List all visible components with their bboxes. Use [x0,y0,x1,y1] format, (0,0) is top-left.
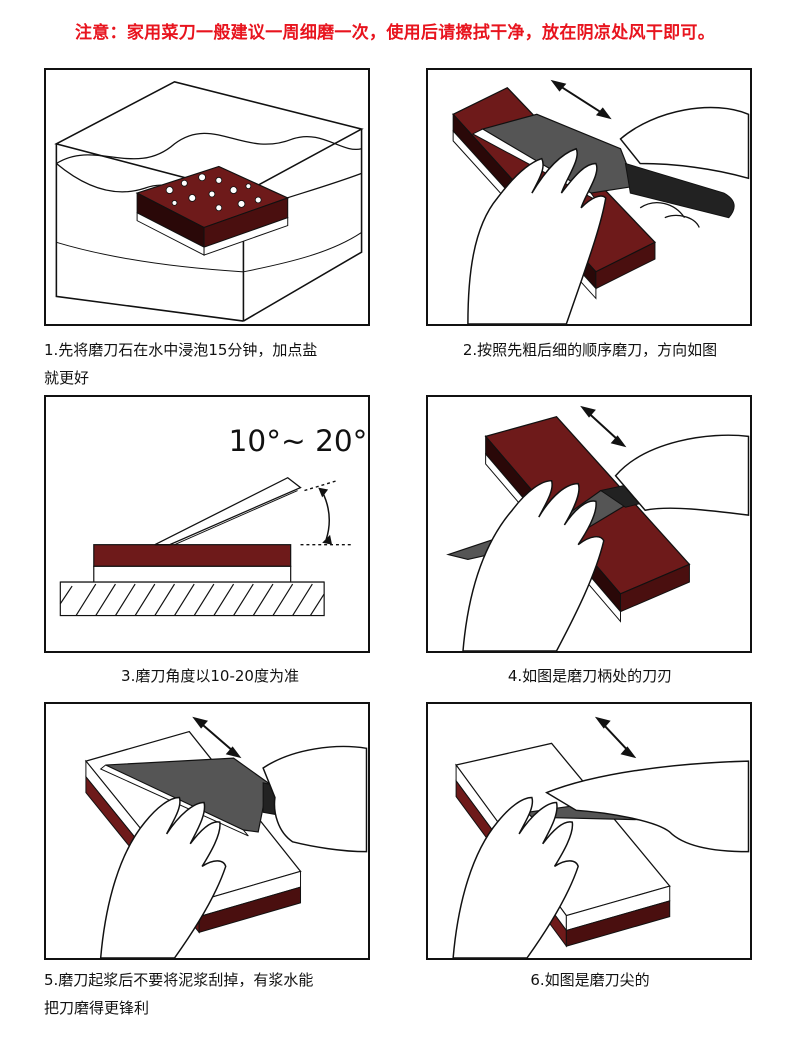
step-1-caption-line2: 就更好 [44,369,90,387]
step-4-caption-line1: 4.如图是磨刀柄处的刀刃 [507,667,673,685]
notice-text: 注意：家用菜刀一般建议一周细磨一次，使用后请擦拭干净，放在阴凉处风干即可。 [74,23,716,43]
step-6-caption-line1: 6.如图是磨刀尖的 [530,971,650,989]
step-2-illustration [426,68,752,326]
step-1-caption-line1: 1.先将磨刀石在水中浸泡15分钟，加点盐 [44,341,318,359]
step-5-caption-line2: 把刀磨得更锋利 [44,999,150,1017]
step-2-caption-line1: 2.按照先粗后细的顺序磨刀，方向如图 [462,341,718,359]
step-5-illustration [44,702,370,960]
step-1-caption: 1.先将磨刀石在水中浸泡15分钟，加点盐 就更好 [44,336,384,392]
step-5-caption: 5.磨刀起浆后不要将泥浆刮掉，有浆水能 把刀磨得更锋利 [44,966,384,1022]
step-6-illustration [426,702,752,960]
step-3-angle-label: 10°~ 20° [229,424,368,458]
step-1-illustration [44,68,370,326]
step-2-caption: 2.按照先粗后细的顺序磨刀，方向如图 [420,336,760,364]
step-4-caption: 4.如图是磨刀柄处的刀刃 [420,662,760,690]
step-3-caption: 3.磨刀角度以10-20度为准 [40,662,380,690]
step-6-caption: 6.如图是磨刀尖的 [420,966,760,994]
step-3-caption-line1: 3.磨刀角度以10-20度为准 [121,667,299,685]
step-5-caption-line1: 5.磨刀起浆后不要将泥浆刮掉，有浆水能 [44,971,314,989]
step-3-illustration: 10°~ 20° [44,395,370,653]
step-4-illustration [426,395,752,653]
